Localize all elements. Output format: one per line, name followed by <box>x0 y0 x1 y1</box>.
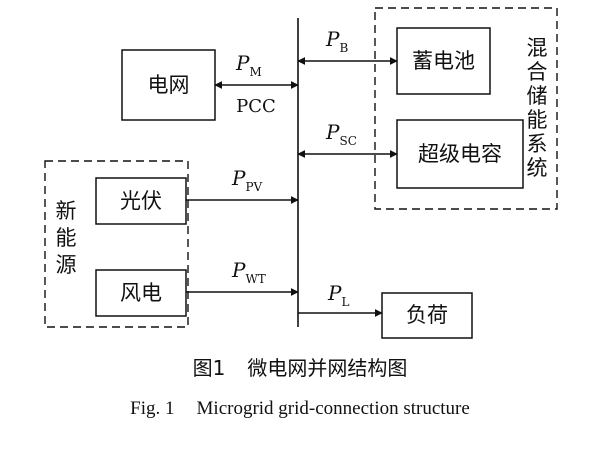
supercap-node-box <box>396 119 524 189</box>
grid-node-label: 电网 <box>148 73 190 97</box>
battery-flow-label: PB <box>325 27 348 55</box>
battery-node-label: 蓄电池 <box>412 49 475 73</box>
caption-en-number: Fig. 1 <box>130 398 175 419</box>
supercap-node-label: 超级电容 <box>418 142 502 166</box>
hybrid-storage-group <box>374 7 558 210</box>
supercap-flow-label: PSC <box>325 120 357 148</box>
caption-cn-title: 微电网并网结构图 <box>247 356 408 380</box>
load-flow-label: PL <box>327 281 349 309</box>
hybrid-storage-label-4: 能 <box>527 108 548 132</box>
renewable-label-3: 源 <box>56 253 77 277</box>
grid-node-box <box>121 49 216 121</box>
caption-chinese: 图1 微电网并网结构图 <box>0 352 600 381</box>
pv-node-box <box>95 177 187 225</box>
pcc-label: PCC <box>236 96 276 117</box>
load-node-label: 负荷 <box>406 303 448 327</box>
load-node-box <box>381 292 473 339</box>
caption-cn-number: 图1 <box>192 356 226 380</box>
caption-en-title: Microgrid grid-connection structure <box>196 398 470 419</box>
wind-node-label: 风电 <box>120 281 162 305</box>
wind-flow-label: PWT <box>231 258 266 286</box>
renewable-label-2: 能 <box>56 226 77 250</box>
renewable-group <box>44 160 189 328</box>
hybrid-storage-label-1: 混 <box>527 36 548 60</box>
wind-node-box <box>95 269 187 317</box>
hybrid-storage-label-2: 合 <box>527 60 548 84</box>
pv-node-label: 光伏 <box>120 189 162 213</box>
caption-english: Fig. 1 Microgrid grid-connection structur… <box>0 398 600 420</box>
renewable-label-1: 新 <box>56 199 77 223</box>
grid-flow-label: PM <box>235 51 262 79</box>
battery-node-box <box>396 27 491 95</box>
hybrid-storage-label-6: 统 <box>527 156 548 180</box>
hybrid-storage-label-5: 系 <box>527 132 548 156</box>
pv-flow-label: PPV <box>231 166 263 194</box>
hybrid-storage-label-3: 储 <box>527 84 548 108</box>
